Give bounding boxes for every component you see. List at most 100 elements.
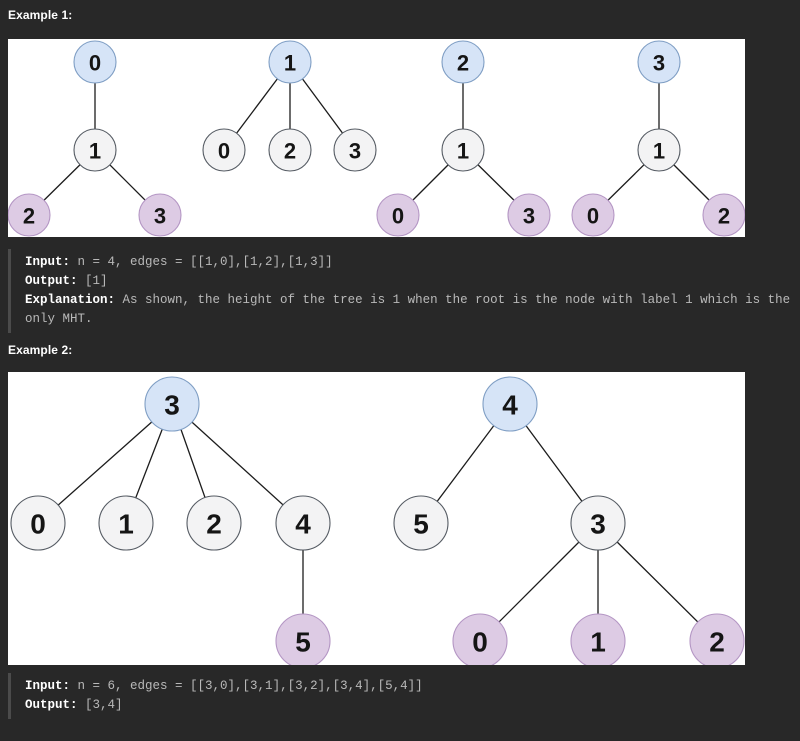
node-circle (144, 376, 200, 432)
node-label: 1 (284, 51, 296, 76)
tree-edge (479, 522, 599, 642)
tree-node-1: 1 (268, 40, 312, 84)
node-circle (333, 128, 377, 172)
node-label: 2 (709, 627, 725, 658)
node-circle (441, 128, 485, 172)
explanation-label: Explanation: (25, 293, 116, 307)
example-2-tree-svg: 3 0 1 2 4 5 4 5 3 0 1 2 (10, 376, 745, 665)
tree-node-0: 0 (571, 193, 615, 237)
input-label: Input: (25, 255, 71, 269)
node-label: 3 (653, 51, 665, 76)
tree-node-0: 0 (452, 613, 508, 665)
node-circle (8, 193, 51, 237)
tree-edge (37, 403, 173, 524)
tree-node-3: 3 (570, 495, 626, 551)
node-circle (441, 40, 485, 84)
node-label: 0 (30, 509, 46, 540)
tree-node-1: 1 (570, 613, 626, 665)
node-label: 2 (457, 51, 469, 76)
node-circle (637, 128, 681, 172)
tree-node-3: 3 (333, 128, 377, 172)
explanation-value: As shown, the height of the tree is 1 wh… (25, 293, 791, 326)
node-label: 0 (392, 204, 404, 229)
node-circle (570, 495, 626, 551)
node-circle (73, 128, 117, 172)
node-label: 2 (718, 204, 730, 229)
node-label: 1 (118, 509, 134, 540)
node-label: 3 (590, 509, 606, 540)
tree-node-1: 1 (637, 128, 681, 172)
tree-node-4: 4 (482, 376, 538, 432)
node-label: 3 (164, 390, 180, 421)
tree-node-3: 3 (507, 193, 551, 237)
example-1-tree-svg: 0 1 2 3 1 0 2 3 2 1 0 3 3 1 0 2 (8, 40, 745, 237)
node-label: 1 (457, 139, 469, 164)
output-label: Output: (25, 274, 78, 288)
tree-node-0: 0 (10, 495, 66, 551)
node-label: 0 (218, 139, 230, 164)
input-value: n = 6, edges = [[3,0],[3,1],[3,2],[3,4],… (77, 679, 423, 693)
node-circle (689, 613, 745, 665)
tree-node-5: 5 (275, 613, 331, 665)
node-label: 0 (89, 51, 101, 76)
node-circle (186, 495, 242, 551)
node-label: 1 (653, 139, 665, 164)
node-circle (73, 40, 117, 84)
tree-node-1: 1 (441, 128, 485, 172)
node-label: 1 (590, 627, 606, 658)
example-2-heading: Example 2: (8, 343, 73, 357)
tree-node-2: 2 (689, 613, 745, 665)
example-2-diagram-panel: 3 0 1 2 4 5 4 5 3 0 1 2 (8, 372, 745, 665)
node-circle (202, 128, 246, 172)
example-2-description: Input: n = 6, edges = [[3,0],[3,1],[3,2]… (8, 673, 792, 719)
tree-node-0: 0 (376, 193, 420, 237)
tree-node-2: 2 (186, 495, 242, 551)
node-label: 2 (284, 139, 296, 164)
node-circle (570, 613, 626, 665)
node-circle (268, 40, 312, 84)
node-circle (571, 193, 615, 237)
node-circle (452, 613, 508, 665)
node-label: 5 (295, 627, 311, 658)
tree-node-3: 3 (144, 376, 200, 432)
tree-edge (597, 522, 718, 642)
node-label: 2 (23, 204, 35, 229)
node-circle (637, 40, 681, 84)
input-label: Input: (25, 679, 71, 693)
node-circle (138, 193, 182, 237)
example-1-heading: Example 1: (8, 8, 73, 22)
tree-node-2: 2 (8, 193, 51, 237)
output-value: [3,4] (85, 698, 123, 712)
example-1-output-line: Output: [1] (25, 272, 792, 291)
input-value: n = 4, edges = [[1,0],[1,2],[1,3]] (77, 255, 333, 269)
node-label: 3 (154, 204, 166, 229)
tree-node-1: 1 (98, 495, 154, 551)
node-circle (376, 193, 420, 237)
tree-node-3: 3 (138, 193, 182, 237)
tree-node-2: 2 (441, 40, 485, 84)
tree-node-1: 1 (73, 128, 117, 172)
node-label: 0 (587, 204, 599, 229)
node-circle (10, 495, 66, 551)
output-label: Output: (25, 698, 78, 712)
node-label: 5 (413, 509, 429, 540)
example-2-input-line: Input: n = 6, edges = [[3,0],[3,1],[3,2]… (25, 677, 792, 696)
node-label: 2 (206, 509, 222, 540)
node-label: 0 (472, 627, 488, 658)
node-circle (275, 613, 331, 665)
node-circle (98, 495, 154, 551)
tree-node-5: 5 (393, 495, 449, 551)
node-label: 4 (502, 390, 518, 421)
node-circle (482, 376, 538, 432)
example-1-explanation-line: Explanation: As shown, the height of the… (25, 291, 792, 329)
node-circle (268, 128, 312, 172)
tree-node-4: 4 (275, 495, 331, 551)
node-label: 4 (295, 509, 311, 540)
node-circle (507, 193, 551, 237)
output-value: [1] (85, 274, 108, 288)
node-circle (393, 495, 449, 551)
node-label: 3 (349, 139, 361, 164)
tree-node-2: 2 (702, 193, 745, 237)
node-label: 1 (89, 139, 101, 164)
